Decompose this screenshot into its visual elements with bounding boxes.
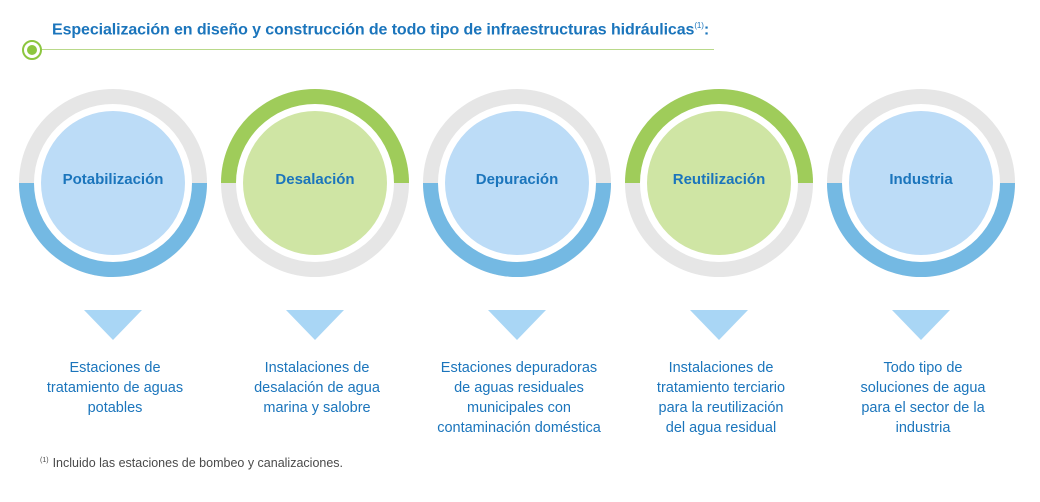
description-line: de aguas residuales — [454, 380, 584, 396]
ring-inner — [849, 111, 993, 255]
section-title-suffix: : — [703, 21, 710, 39]
ring-graphic — [423, 89, 611, 277]
section-header: Especialización en diseño y construcción… — [22, 18, 722, 64]
section-title: Especialización en diseño y construcción… — [52, 21, 709, 39]
arrow-shape — [488, 310, 546, 340]
step-ring — [18, 88, 208, 278]
description-line: Estaciones depuradoras — [440, 360, 598, 376]
description-line: tratamiento de aguas — [46, 380, 184, 396]
down-arrow-icon — [84, 310, 142, 340]
ring-graphic — [221, 89, 409, 277]
ring-graphic — [827, 89, 1015, 277]
description-line: Todo tipo de — [883, 360, 963, 376]
step-ring — [220, 88, 410, 278]
step-label: Desalación — [275, 171, 355, 188]
step-label: Potabilización — [62, 171, 164, 188]
ring-graphic — [625, 89, 813, 277]
footnote-marker: (1) — [40, 456, 49, 464]
step-description: Instalaciones de desalación de agua marina… — [212, 358, 422, 418]
description-line: Estaciones de — [69, 360, 161, 376]
description-line: industria — [895, 420, 951, 436]
description-line: soluciones de agua — [860, 380, 986, 396]
arrow-shape — [286, 310, 344, 340]
description-line: para el sector de la — [861, 400, 985, 416]
step-label: Industria — [889, 171, 953, 188]
description-line: contaminación doméstica — [437, 420, 601, 436]
step-description: Todo tipo de soluciones de agua para el se… — [818, 358, 1028, 438]
down-arrow-icon — [892, 310, 950, 340]
footnote-text: Incluido las estaciones de bombeo y cana… — [52, 456, 344, 470]
ring-graphic — [19, 89, 207, 277]
description-line: municipales con — [467, 400, 571, 416]
description-line: para la reutilización — [658, 400, 784, 416]
section-title-text: Especialización en diseño y construcción… — [52, 21, 695, 39]
description-line: Instalaciones de — [264, 360, 370, 376]
arrow-shape — [690, 310, 748, 340]
step-description: Estaciones depuradoras de aguas residuale… — [414, 358, 624, 438]
description-line: potables — [87, 400, 143, 416]
step-description: Estaciones de tratamiento de aguas potable… — [10, 358, 220, 418]
step-ring — [826, 88, 1016, 278]
arrow-shape — [84, 310, 142, 340]
step-ring — [422, 88, 612, 278]
ring-inner — [243, 111, 387, 255]
ring-inner — [647, 111, 791, 255]
header-underline — [42, 49, 714, 50]
step-label: Reutilización — [672, 171, 766, 188]
step-label: Depuración — [475, 171, 559, 188]
bullet-icon — [22, 40, 42, 60]
description-line: del agua residual — [665, 420, 777, 436]
step-description: Instalaciones de tratamiento terciario par… — [616, 358, 826, 438]
down-arrow-icon — [690, 310, 748, 340]
footnote: (1)Incluido las estaciones de bombeo y c… — [40, 456, 343, 470]
down-arrow-icon — [286, 310, 344, 340]
arrow-shape — [892, 310, 950, 340]
step-ring — [624, 88, 814, 278]
description-line: Instalaciones de — [668, 360, 774, 376]
description-line: tratamiento terciario — [656, 380, 786, 396]
description-line: desalación de agua — [254, 380, 380, 396]
ring-inner — [41, 111, 185, 255]
down-arrow-icon — [488, 310, 546, 340]
ring-inner — [445, 111, 589, 255]
description-line: marina y salobre — [263, 400, 371, 416]
title-footnote-marker: (1) — [694, 21, 704, 30]
